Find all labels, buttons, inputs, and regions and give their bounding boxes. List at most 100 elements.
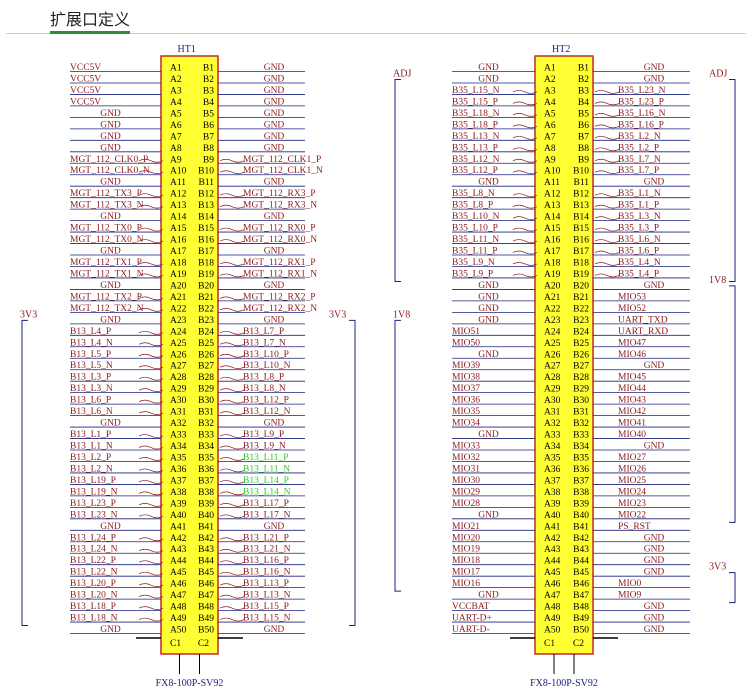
diff-pair-marker [138,503,164,507]
net-label-right: MGT_112_RX2_N [243,304,317,314]
title-accent-bar [50,31,130,34]
pin-label: B26 [573,350,589,360]
diff-pair-marker [219,273,245,278]
net-label-left: MIO17 [452,568,480,578]
diff-pair-marker [512,158,538,163]
diff-pair-marker [594,90,620,94]
diff-pair-marker [138,308,164,312]
net-label-left: B13_L18_N [70,614,118,624]
pin-label: B11 [199,178,215,188]
net-label-left: B13_L23_N [70,510,118,520]
pin-label: A19 [544,270,561,280]
pin-label: A5 [170,109,182,119]
net-label-right: B35_L1_P [618,201,659,211]
net-label-right: B13_L9_P [243,430,284,440]
pin-label: A30 [170,396,187,406]
voltage-group-label: ADJ [709,68,727,79]
connector-ref-label: HT1 [178,44,196,55]
pin-label: B20 [573,281,589,291]
net-label-left: B13_L4_P [70,327,111,337]
pin-label: A39 [170,499,187,509]
pin-label: A47 [544,591,561,601]
net-label-left: GND [100,315,121,325]
net-label-left: B35_L12_N [452,155,500,165]
net-label-right: B13_L17_N [243,510,291,520]
pin-label: B11 [574,178,590,188]
pin-label: A13 [170,201,187,211]
pin-label: B32 [573,419,589,429]
net-label-right: MGT_112_RX3_P [243,189,316,199]
pin-label: B18 [198,258,214,268]
net-label-right: MGT_112_CLK1_P [243,155,321,165]
pin-label: B45 [573,568,589,578]
net-label-right: B13_L8_P [243,373,284,383]
diff-pair-marker [594,204,620,209]
pin-label: A28 [544,373,561,383]
diff-pair-marker [219,514,245,519]
net-label-right: MGT_112_CLK1_N [243,166,323,176]
diff-pair-marker [138,514,164,519]
diff-pair-marker [512,239,538,243]
pin-label: A15 [544,224,561,234]
net-label-left: B13_L6_N [70,407,113,417]
pin-label: B27 [198,362,214,372]
net-label-left: MGT_112_TX0_P [70,224,142,234]
pin-label: C1 [170,639,181,649]
net-label-right: B35_L7_N [618,155,661,165]
net-label-right: GND [264,63,285,73]
pin-label: B15 [198,224,214,234]
voltage-bracket [394,78,401,282]
pin-label: A38 [170,488,187,498]
pin-label: A29 [544,385,561,395]
voltage-group-label: ADJ [393,68,411,79]
net-label-left: B13_L5_P [70,350,111,360]
diff-pair-marker [594,170,620,175]
pin-label: B2 [203,75,214,85]
net-label-left: B35_L18_N [452,109,500,119]
pin-label: B30 [198,396,214,406]
net-label-left: MIO16 [452,579,480,589]
net-label-left: MIO20 [452,533,480,543]
diff-pair-marker [219,491,245,496]
net-label-left: MIO29 [452,487,480,497]
diff-pair-marker [138,571,164,576]
pin-label: A10 [170,167,187,177]
net-label-right: MIO46 [618,350,646,360]
pin-label: A21 [170,293,187,303]
pin-label: A19 [170,270,187,280]
pin-label: B37 [573,476,589,486]
net-label-left: B35_L12_P [452,166,498,176]
pin-label: B10 [198,167,214,177]
pin-label: B31 [198,408,214,418]
pin-label: B25 [198,339,214,349]
pin-label: A16 [170,236,187,246]
pin-label: B1 [203,64,214,74]
pin-label: B44 [573,557,589,567]
diff-pair-marker [219,170,245,175]
voltage-bracket [729,78,736,282]
net-label-left: B13_L5_N [70,361,113,371]
diff-pair-marker [512,101,538,106]
pin-label: A44 [170,557,187,567]
net-label-right: GND [264,178,285,188]
pin-label: A50 [170,626,187,636]
net-label-left: VCC5V [70,74,101,84]
net-label-left: B13_L3_P [70,373,111,383]
pin-label: A40 [170,511,187,521]
pin-label: A15 [170,224,187,234]
net-label-right: GND [264,247,285,257]
pin-label: B27 [573,362,589,372]
pin-label: B15 [573,224,589,234]
pin-label: A22 [170,304,187,314]
pin-label: A13 [544,201,561,211]
net-label-left: MIO19 [452,545,480,555]
net-label-right: UART_RXD [618,327,668,337]
net-label-right: GND [264,120,285,130]
pin-label: B48 [573,603,589,613]
net-label-right: B13_L14_N [243,487,291,497]
diff-pair-marker [138,606,164,610]
pin-label: A17 [544,247,561,257]
pin-label: B19 [573,270,589,280]
pin-label: B47 [198,591,214,601]
